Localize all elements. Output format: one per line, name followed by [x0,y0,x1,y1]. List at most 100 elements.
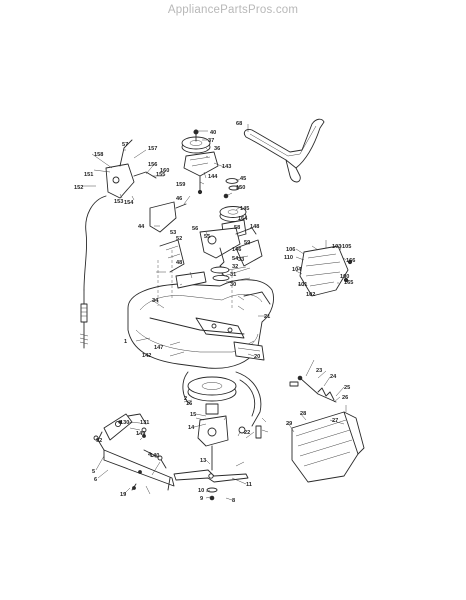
callout: 13 [200,458,206,464]
callout: 2 [184,396,187,402]
callout: 164 [238,216,248,222]
callout: 53 [170,230,176,236]
idler-arm[interactable] [199,227,257,259]
callout: 142 [142,353,151,359]
callout: 29 [286,421,292,427]
belt-keeper[interactable] [233,341,265,361]
callout: 28 [300,411,306,417]
callout: 148 [250,224,259,230]
callout: 103 [332,244,341,250]
idler-bracket[interactable] [183,151,219,195]
callout: 166 [346,258,355,264]
spindle-hardware[interactable] [238,425,262,439]
deck-front-bracket[interactable] [159,239,207,289]
callout: 21 [264,314,270,320]
callout-numbers: 1 2 4 5 6 8 9 10 11 13 14 15 16 19 20 21… [74,121,355,504]
callout: 155 [156,172,165,178]
callout: 106 [286,247,295,253]
callout: 147 [154,345,163,351]
callout: 16 [186,401,192,407]
discharge-chute[interactable] [291,411,365,483]
callout: 144 [208,174,218,180]
callout: 101 [298,282,307,288]
belt-guard[interactable] [299,245,353,297]
callout: 26 [342,395,348,401]
deck-rear-belt-path[interactable] [182,371,262,427]
callout: 92 [96,438,102,444]
callout: 145 [240,206,249,212]
callout: 14 [188,425,195,431]
callout: 30 [230,282,236,288]
clutch-lever[interactable] [105,139,157,199]
callout: 149 [136,431,145,437]
stabilizer-arm[interactable] [103,413,147,441]
site-watermark: AppliancePartsPros.com [167,4,299,16]
callout: 131 [140,420,149,426]
callout: 165 [344,280,353,286]
callout: 10 [198,488,204,494]
callout: 157 [148,146,157,152]
callout: 9 [200,496,203,502]
callout-leaders [82,124,347,501]
callout: 48 [176,260,182,266]
callout: 23 [316,368,322,374]
callout: 31 [230,272,236,278]
idler-hardware-stack[interactable] [223,178,240,199]
callout: 102 [306,292,315,298]
callout: 8 [232,498,235,504]
callout: 152 [74,185,83,191]
callout: 36 [214,146,220,152]
callout: 58 [234,225,240,231]
stabilizer-hardware[interactable] [93,420,147,491]
callout: 151 [84,172,93,178]
callout: 20 [254,354,260,360]
callout: 130 [120,420,129,426]
callout: 46 [176,196,182,202]
callout: 55 [204,234,210,240]
callout: 105 [342,244,351,250]
callout: 146 [232,247,241,253]
callout: 59 [244,240,250,246]
callout: 27 [332,418,338,424]
chute-spring-rod[interactable] [289,375,337,403]
callout: 110 [284,255,293,261]
callout: 1 [124,339,127,345]
callout: 19 [120,492,126,498]
callout: 24 [330,374,337,380]
callout: 6 [94,477,97,483]
control-cable[interactable] [79,195,107,349]
callout: 143 [222,164,231,170]
callout: 45 [240,176,246,182]
callout: 40 [210,130,216,136]
upper-idler-pulley[interactable] [181,129,211,154]
deck-hanger[interactable] [149,201,187,233]
callout: 140 [150,453,159,459]
callout: 37 [208,138,214,144]
drive-belt[interactable] [243,118,325,183]
blade-spindle-assembly[interactable] [187,376,237,471]
callout: 34 [152,298,159,304]
callout: 56 [192,226,198,232]
callout: 154 [124,200,134,206]
callout: 33 [238,257,244,263]
callout: 160 [160,168,169,174]
callout: 15 [190,412,196,418]
blade-bolt-washer[interactable] [206,487,218,501]
callout: 150 [236,185,245,191]
callout: 54 [232,256,239,262]
callout: 104 [292,267,302,273]
stabilizer-bracket[interactable] [97,431,175,491]
callout: 32 [232,264,238,270]
callout: 158 [94,152,103,158]
callout: 156 [148,162,157,168]
callout: 4 [148,452,152,458]
callout: 52 [176,236,182,242]
callout: 68 [236,121,242,127]
mower-blade[interactable] [173,469,249,483]
callout: 44 [138,224,145,230]
callout: 153 [114,199,123,205]
callout: 159 [176,182,185,188]
callout: 25 [344,385,350,391]
deck-right-hanger[interactable] [235,239,271,305]
callout: 100 [340,274,349,280]
